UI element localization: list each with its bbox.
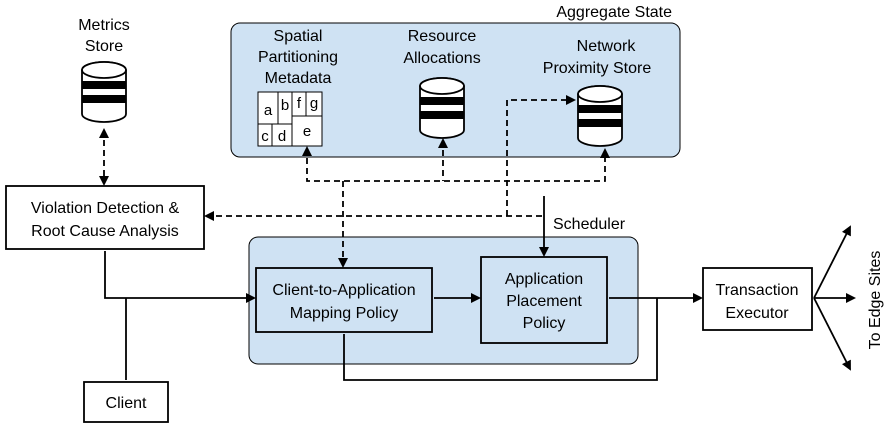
edge-arrow-down <box>813 297 851 371</box>
state-bus-link <box>302 146 610 182</box>
partition-cell-a: a <box>264 102 273 119</box>
network-proximity-store: Network Proximity Store <box>543 38 652 147</box>
resource-db-icon <box>419 77 465 139</box>
partition-cell-d: d <box>278 128 286 145</box>
mapping-label-line1: Client-to-Application <box>272 282 415 299</box>
resource-allocations: Resource Allocations <box>403 28 481 139</box>
to-network-link <box>506 95 576 216</box>
resource-label-line2: Allocations <box>403 50 480 67</box>
placement-label-line2: Placement <box>506 293 582 310</box>
aggregate-state-title: Aggregate State <box>556 4 672 21</box>
mapping-policy-box: Client-to-Application Mapping Policy <box>255 267 433 333</box>
partition-cell-c: c <box>261 128 269 145</box>
transaction-executor-box: Transaction Executor <box>702 267 813 331</box>
metrics-store: Metrics Store <box>78 17 130 123</box>
mapping-label-line2: Mapping Policy <box>290 305 399 322</box>
edge-arrow-up <box>813 225 851 299</box>
spatial-label-line1: Spatial <box>274 28 323 45</box>
metrics-db-icon <box>81 61 127 123</box>
scheduler-title: Scheduler <box>553 216 626 233</box>
placement-policy-box: Application Placement Policy <box>480 256 608 344</box>
partition-cell-e: e <box>303 123 311 140</box>
violation-to-mapping-link <box>104 251 256 303</box>
placement-label-line1: Application <box>505 271 583 288</box>
metrics-label-line1: Metrics <box>78 17 130 34</box>
resource-label-line1: Resource <box>408 28 477 45</box>
dashed-connectors <box>99 95 610 268</box>
metrics-label-line2: Store <box>85 38 123 55</box>
placement-label-line3: Policy <box>523 315 566 332</box>
partition-grid <box>257 91 323 147</box>
solid-connectors <box>104 196 856 381</box>
spatial-label-line2: Partitioning <box>258 49 338 66</box>
executor-label-line2: Executor <box>725 305 789 322</box>
network-label-line2: Proximity Store <box>543 60 652 77</box>
client-box: Client <box>83 381 169 423</box>
partition-cell-f: f <box>297 95 302 112</box>
network-label-line1: Network <box>577 38 637 55</box>
violation-label-line2: Root Cause Analysis <box>31 223 179 240</box>
partition-cell-g: g <box>310 95 318 112</box>
mapping-to-executor-link <box>343 298 658 381</box>
edge-sites-label: To Edge Sites <box>867 251 884 350</box>
spatial-partitioning-metadata: Spatial Partitioning Metadata a b f g c … <box>257 28 338 147</box>
executor-label-line1: Transaction <box>716 282 799 299</box>
spatial-label-line3: Metadata <box>265 70 332 87</box>
violation-label-line1: Violation Detection & <box>31 200 180 217</box>
client-label: Client <box>106 395 147 412</box>
network-db-icon <box>577 85 623 147</box>
partition-cell-b: b <box>281 97 289 114</box>
violation-detection-box: Violation Detection & Root Cause Analysi… <box>5 185 205 250</box>
